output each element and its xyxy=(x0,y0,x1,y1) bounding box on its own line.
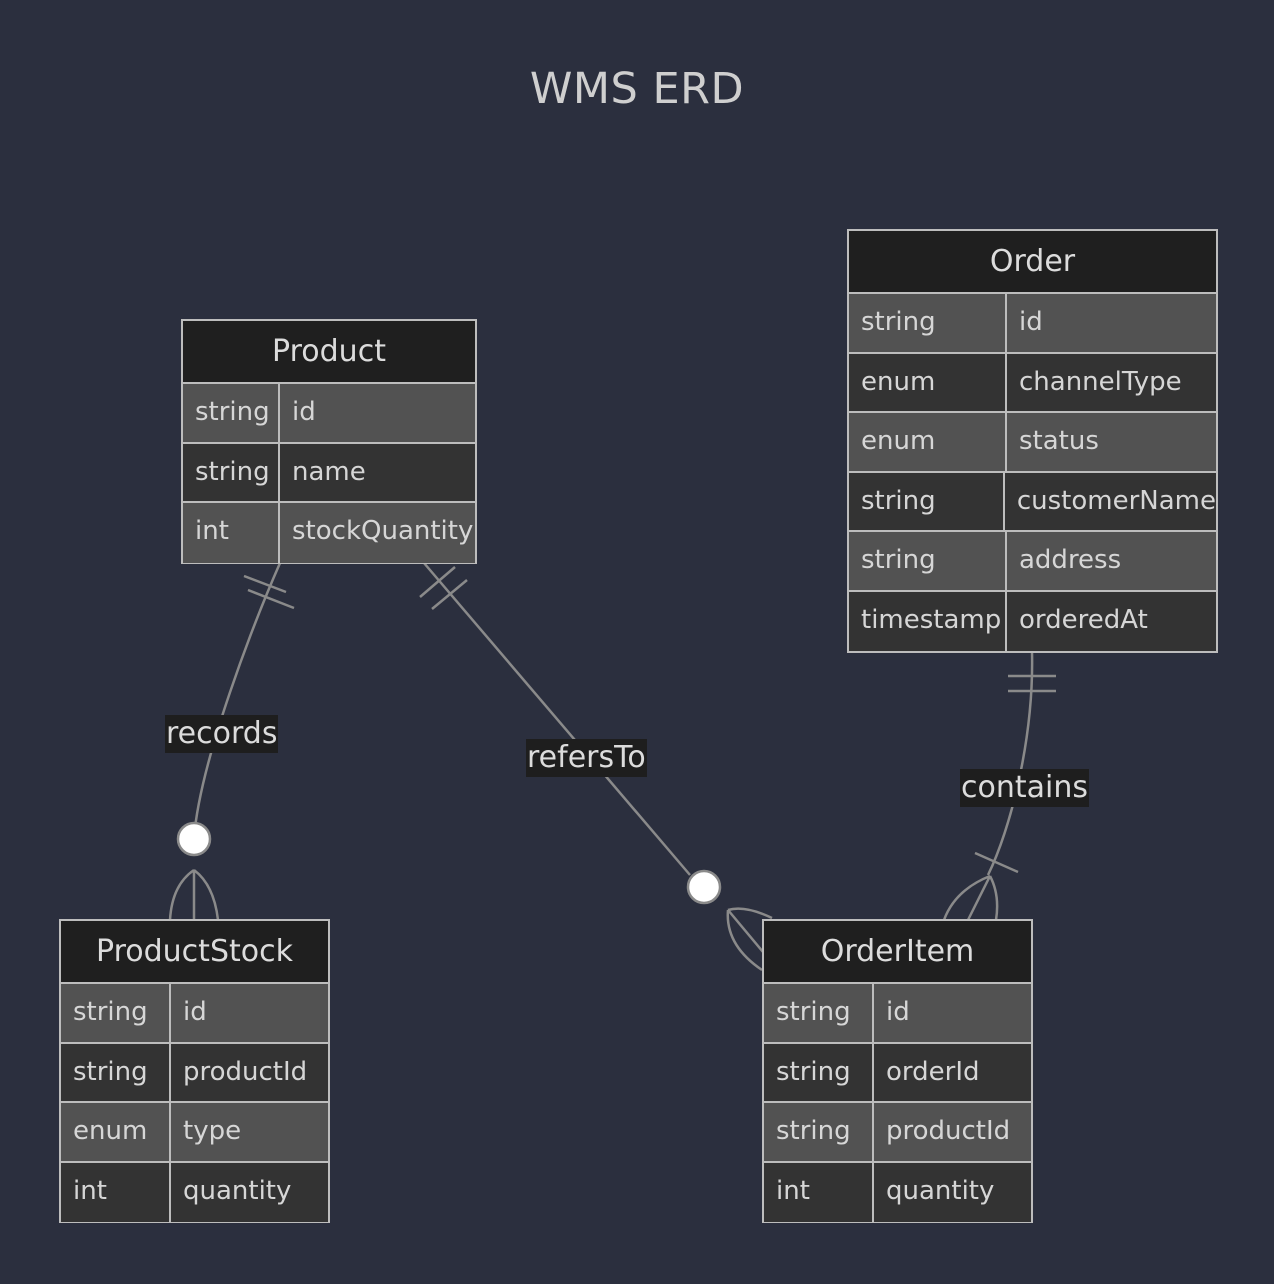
attribute-name: stockQuantity xyxy=(292,516,474,546)
cardinality-many-crow xyxy=(726,907,773,972)
attribute-type: enum xyxy=(849,413,1007,471)
entity-header: OrderItem xyxy=(764,921,1031,984)
attribute-type: string xyxy=(849,294,1007,352)
cardinality-zero-circle xyxy=(686,869,722,905)
edge-records xyxy=(192,562,282,839)
cardinality-one-mark xyxy=(247,588,295,610)
attribute-row: string id xyxy=(764,984,1031,1044)
attribute-row: string name xyxy=(183,443,475,503)
attribute-name: address xyxy=(1019,545,1122,575)
attribute-row: enum channelType xyxy=(849,353,1216,413)
attribute-name: id xyxy=(183,997,207,1027)
attribute-name: productId xyxy=(886,1116,1011,1146)
cardinality-zero-circle xyxy=(176,821,212,857)
attribute-type: string xyxy=(849,532,1007,590)
entity-orderitem[interactable]: OrderItem string id string orderId strin… xyxy=(762,919,1033,1223)
attribute-row: int quantity xyxy=(61,1162,328,1222)
attribute-row: enum status xyxy=(849,413,1216,473)
attribute-name: productId xyxy=(183,1056,308,1087)
attribute-name: quantity xyxy=(183,1175,292,1206)
attribute-name: id xyxy=(1019,307,1043,337)
entity-productstock[interactable]: ProductStock string id string productId … xyxy=(59,919,330,1223)
entity-header: Product xyxy=(183,321,475,384)
entity-product[interactable]: Product string id string name int stockQ… xyxy=(181,319,477,564)
attribute-row: int quantity xyxy=(764,1162,1031,1222)
attribute-name: name xyxy=(292,456,366,487)
attribute-row: string id xyxy=(849,294,1216,354)
attribute-row: string productId xyxy=(764,1103,1031,1163)
attribute-type: int xyxy=(183,503,280,563)
cardinality-many-crow xyxy=(168,868,220,921)
edge-contains xyxy=(986,651,1034,876)
attribute-type: string xyxy=(61,1043,171,1101)
attribute-type: int xyxy=(764,1162,874,1222)
attribute-row: string id xyxy=(183,384,475,444)
attribute-row: string productId xyxy=(61,1043,328,1103)
relationship-label-refersTo: refersTo xyxy=(526,739,647,777)
cardinality-one-mark xyxy=(419,566,456,598)
attribute-type: enum xyxy=(849,353,1007,411)
attribute-name: orderId xyxy=(886,1056,980,1087)
attribute-row: string address xyxy=(849,532,1216,592)
attribute-name: type xyxy=(183,1116,242,1146)
attribute-name: customerName xyxy=(1016,485,1216,516)
diagram-title: WMS ERD xyxy=(529,64,745,114)
attribute-type: enum xyxy=(61,1103,171,1161)
attribute-type: string xyxy=(849,472,1005,530)
attribute-type: string xyxy=(183,384,280,442)
attribute-row: enum type xyxy=(61,1103,328,1163)
attribute-type: int xyxy=(61,1162,171,1222)
relationship-label-records: records xyxy=(165,715,279,753)
cardinality-many-crow xyxy=(942,874,999,921)
edge-refersTo xyxy=(423,562,691,876)
attribute-name: quantity xyxy=(886,1175,995,1206)
attribute-type: string xyxy=(61,984,171,1042)
attribute-row: string id xyxy=(61,984,328,1044)
entity-header: Order xyxy=(849,231,1216,294)
attribute-type: string xyxy=(764,1043,874,1101)
attribute-row: string orderId xyxy=(764,1043,1031,1103)
attribute-name: orderedAt xyxy=(1019,604,1148,635)
entity-order[interactable]: Order string id enum channelType enum st… xyxy=(847,229,1218,653)
attribute-name: status xyxy=(1019,426,1099,456)
attribute-name: id xyxy=(292,397,316,427)
entity-header: ProductStock xyxy=(61,921,328,984)
attribute-type: string xyxy=(764,984,874,1042)
attribute-type: string xyxy=(183,443,280,501)
attribute-row: string customerName xyxy=(849,472,1216,532)
attribute-row: int stockQuantity xyxy=(183,503,475,563)
cardinality-one-mark xyxy=(431,579,468,610)
attribute-name: channelType xyxy=(1019,366,1182,397)
attribute-name: id xyxy=(886,997,910,1027)
attribute-type: string xyxy=(764,1103,874,1161)
attribute-type: timestamp xyxy=(849,591,1007,651)
cardinality-one-mark xyxy=(974,851,1019,874)
attribute-row: timestamp orderedAt xyxy=(849,591,1216,651)
relationship-label-contains: contains xyxy=(960,769,1089,807)
cardinality-one-mark xyxy=(243,574,287,594)
